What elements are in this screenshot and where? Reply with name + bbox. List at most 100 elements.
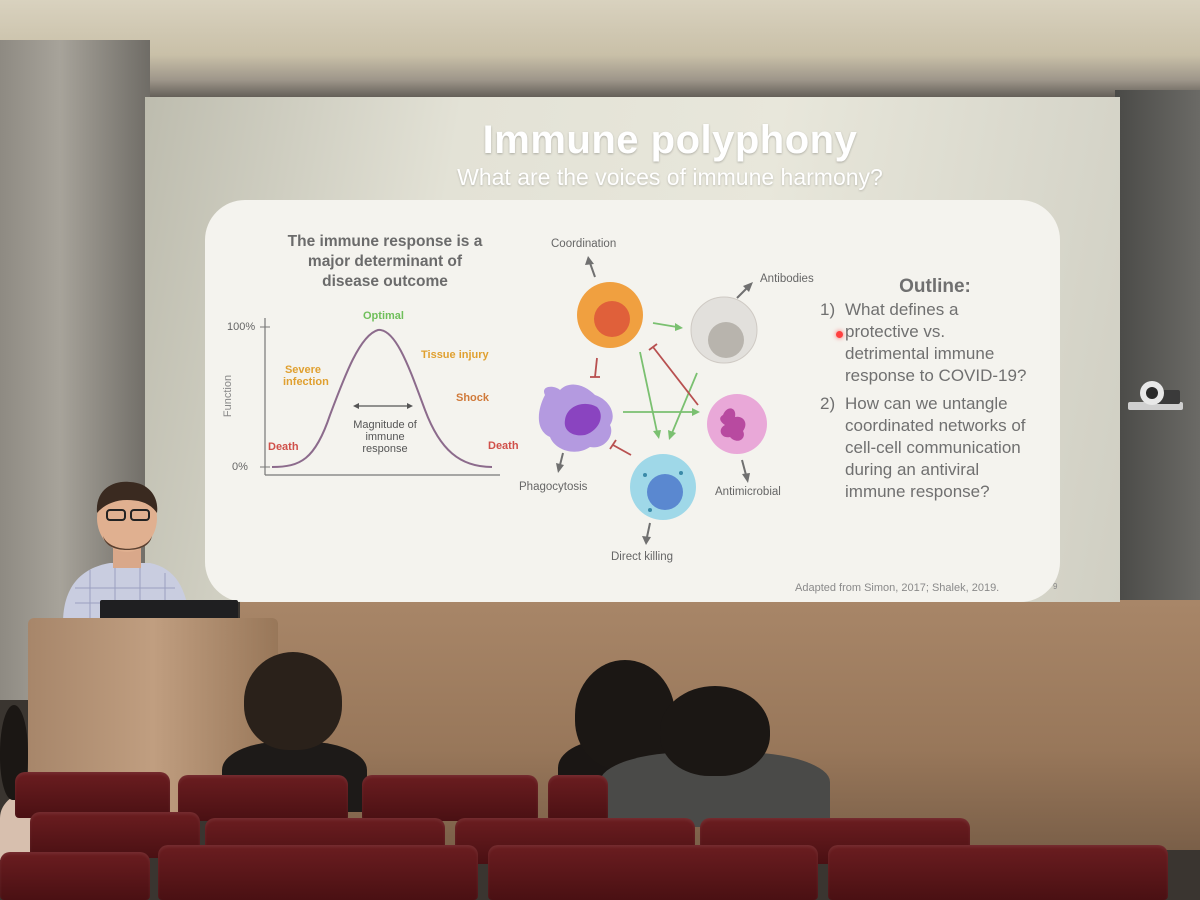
auditorium-seat — [178, 775, 348, 821]
outline-line: during an antiviral — [845, 460, 980, 479]
curve-heading-line: The immune response is a — [287, 233, 483, 250]
outline-heading: Outline: — [899, 276, 971, 297]
slide-number: 9 — [1053, 582, 1058, 591]
activation-arrow — [671, 372, 698, 434]
laptop — [100, 600, 238, 622]
slide-subtitle: What are the voices of immune harmony? — [457, 164, 883, 190]
arrowhead — [556, 463, 564, 473]
arrowhead — [743, 282, 753, 292]
annotation-severe-infection: Severe infection — [283, 364, 329, 388]
b-cell — [690, 296, 758, 364]
auditorium-seat — [15, 772, 170, 818]
outline-item-2: 2) How can we untangle coordinated netwo… — [820, 393, 1060, 505]
granule — [679, 471, 683, 475]
annotation-optimal: Optimal — [363, 310, 404, 322]
outline-line: coordinated networks of — [845, 416, 1026, 435]
curve-heading-line: disease outcome — [322, 273, 448, 290]
glasses-icon — [106, 509, 126, 521]
inhibition-arrow — [612, 444, 632, 456]
arrowhead — [668, 430, 676, 440]
granule — [648, 508, 652, 512]
y-tick-label-bottom: 0% — [232, 461, 248, 473]
output-arrow-phagocytosis — [559, 452, 564, 466]
neutrophil — [707, 394, 767, 454]
x-label-line: response — [362, 443, 408, 455]
t-cell — [577, 282, 643, 348]
right-wall — [1115, 90, 1200, 610]
curve-panel-heading: The immune response is a major determina… — [240, 232, 530, 292]
audience-member-head — [244, 652, 342, 750]
x-label-line: immune — [365, 431, 405, 443]
output-arrow-antibodies — [736, 287, 748, 299]
auditorium-seat — [548, 775, 608, 821]
label-direct-killing: Direct killing — [611, 551, 673, 563]
arrowhead — [675, 323, 683, 331]
annotation-shock: Shock — [456, 392, 490, 404]
outline-line: What defines a — [845, 300, 959, 319]
annotation-death-left: Death — [268, 441, 299, 453]
magnitude-arrowhead-right — [407, 403, 413, 409]
annotation-line: infection — [283, 376, 329, 388]
slide-title: Immune polyphony — [482, 118, 858, 162]
auditorium-seat — [488, 845, 818, 900]
label-coordination: Coordination — [551, 238, 617, 250]
label-antimicrobial: Antimicrobial — [715, 486, 781, 498]
curve-heading-line: major determinant of — [307, 253, 463, 270]
b-cell-nucleus — [708, 322, 744, 358]
y-tick-label-top: 100% — [227, 321, 256, 333]
annotation-line: Severe — [284, 364, 322, 376]
inhibition-arrow — [652, 346, 699, 406]
t-cell-nucleus — [594, 301, 630, 337]
auditorium-seat — [362, 775, 538, 821]
laser-pointer-dot — [836, 331, 843, 338]
outline-line: immune response? — [845, 482, 990, 501]
outline-item-number: 1) — [820, 300, 836, 319]
outline-line: cell-cell communication — [845, 438, 1021, 457]
outline-line: response to COVID-19? — [845, 366, 1027, 385]
immune-response-curve — [260, 318, 500, 476]
neutrophil-nucleus — [720, 408, 746, 441]
audience-member-head — [575, 660, 675, 770]
auditorium-seat — [158, 845, 478, 900]
outline-line: detrimental immune — [845, 344, 995, 363]
annotation-death-right: Death — [488, 440, 519, 452]
outline-item-1: 1) What defines a protective vs. detrime… — [820, 299, 1060, 389]
inhibition-arrow — [594, 357, 598, 378]
label-antibodies: Antibodies — [760, 273, 814, 285]
nk-cell-nucleus — [647, 474, 683, 510]
output-arrow-coordination — [589, 262, 596, 278]
label-phagocytosis: Phagocytosis — [519, 481, 588, 493]
arrowhead — [692, 408, 700, 416]
macrophage-nucleus — [564, 403, 601, 436]
presenter-neck — [113, 546, 141, 568]
granule — [643, 473, 647, 477]
y-axis-label: Function — [222, 374, 235, 418]
presenter-hair — [96, 481, 158, 513]
auditorium-seat — [828, 845, 1168, 900]
inhibition-bar — [648, 343, 658, 351]
glasses-lens — [130, 509, 150, 521]
activation-arrow — [639, 351, 658, 433]
outline-line: protective vs. — [845, 322, 946, 341]
outline-item-text: What defines a protective vs. detrimenta… — [845, 299, 1055, 387]
annotation-tissue-injury: Tissue injury — [421, 349, 489, 361]
x-label-line: Magnitude of — [353, 419, 417, 431]
outline-line: How can we untangle — [845, 394, 1008, 413]
arrowhead — [642, 536, 651, 545]
outline-item-number: 2) — [820, 394, 836, 413]
immune-cells-network — [538, 256, 767, 545]
inhibition-bar — [609, 439, 617, 450]
output-arrow-antimicrobial — [741, 459, 747, 476]
audience-member-head — [660, 686, 770, 776]
slide-citation: Adapted from Simon, 2017; Shalek, 2019. — [795, 582, 1000, 594]
camera-icon — [1128, 381, 1183, 410]
outline-item-text: How can we untangle coordinated networks… — [845, 393, 1055, 503]
nk-cell — [630, 454, 696, 520]
magnitude-arrowhead-left — [353, 403, 359, 409]
slide-content-card — [205, 200, 1060, 602]
arrowhead — [742, 473, 750, 483]
macrophage — [538, 384, 613, 452]
x-axis-label: Magnitude of immune response — [340, 419, 430, 455]
ceiling — [0, 0, 1200, 100]
output-arrow-direct-killing — [646, 522, 651, 538]
